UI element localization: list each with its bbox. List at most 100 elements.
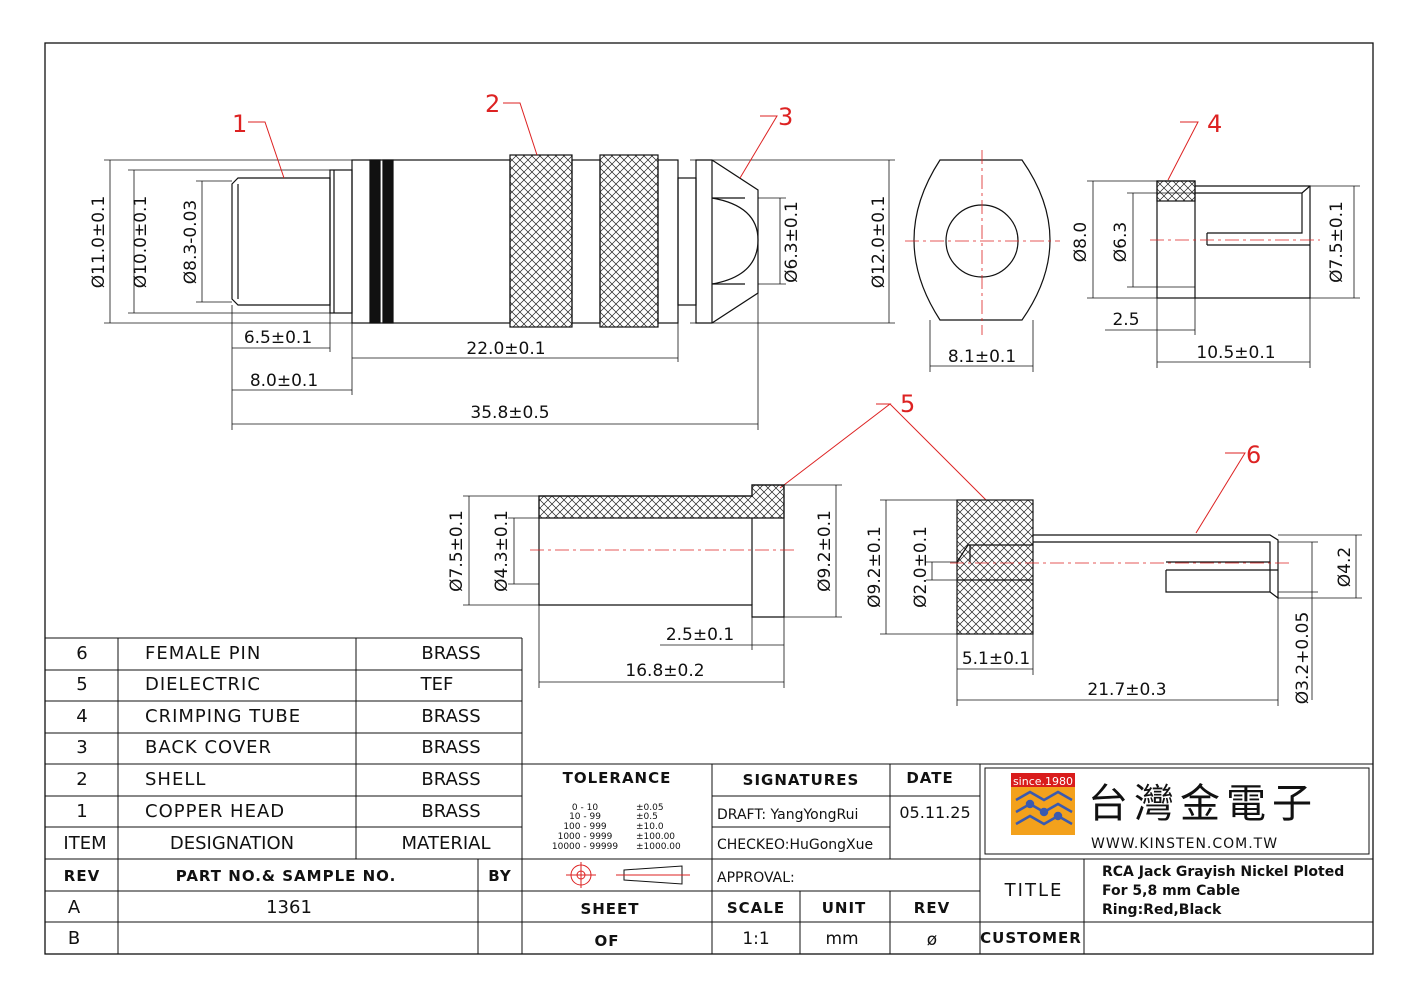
bom-material: BRASS — [421, 769, 480, 790]
callout-labels: 1 2 3 4 5 6 — [232, 90, 1261, 469]
callout-6: 6 — [1246, 441, 1261, 469]
dim-d42: Ø4.2 — [1335, 547, 1355, 587]
scale-label: SCALE — [727, 899, 785, 917]
sheet-border — [44, 42, 1374, 955]
rev-a: A — [68, 897, 81, 918]
bom-material: BRASS — [421, 801, 480, 822]
bom-material: TEF — [420, 674, 454, 695]
dim-25: 2.5 — [1112, 310, 1139, 330]
bom-item: 5 — [76, 674, 87, 695]
dim-25b: 2.5±0.1 — [666, 625, 734, 645]
dim-51: 5.1±0.1 — [962, 649, 1030, 669]
by-label: BY — [488, 867, 512, 885]
of-label: OF — [595, 932, 620, 950]
projection-symbol-icon — [566, 862, 690, 888]
title-line-1: RCA Jack Grayish Nickel Ploted — [1102, 864, 1344, 880]
dim-d32: Ø3.2+0.05 — [1293, 612, 1313, 705]
bom-rows: 6 FEMALE PIN BRASS 5 DIELECTRIC TEF 4 CR… — [63, 643, 490, 854]
bom-designation: COPPER HEAD — [145, 801, 285, 822]
bom-table — [45, 637, 1373, 954]
assembly-dim-labels: Ø11.0±0.1 Ø10.0±0.1 Ø8.3-0.03 6.5±0.1 22… — [89, 196, 889, 423]
dim-d75: Ø7.5±0.1 — [1327, 201, 1347, 283]
dim-80: 8.0±0.1 — [250, 371, 318, 391]
dim-d11: Ø11.0±0.1 — [89, 196, 109, 289]
callout-3: 3 — [778, 103, 793, 131]
tol-value: ±0.05 — [636, 803, 664, 813]
part-no: 1361 — [266, 897, 312, 918]
bom-header-designation: DESIGNATION — [170, 833, 294, 854]
tolerance-label: TOLERANCE — [563, 769, 672, 787]
title-block-grid — [711, 764, 1085, 954]
dielectric-part — [538, 484, 785, 618]
rev-b: B — [68, 928, 80, 949]
tol-range: 1000 - 9999 — [558, 832, 613, 842]
bom-designation: CRIMPING TUBE — [145, 706, 301, 727]
dim-d80: Ø8.0 — [1071, 222, 1091, 262]
bom-designation: FEMALE PIN — [145, 643, 261, 664]
dim-d43: Ø4.3±0.1 — [492, 510, 512, 592]
dielectric-dims — [463, 484, 842, 688]
dim-81: 8.1±0.1 — [948, 347, 1016, 367]
title-label: TITLE — [1004, 880, 1064, 901]
pin-dims — [880, 499, 1362, 706]
dim-105: 10.5±0.1 — [1196, 343, 1275, 363]
tol-value: ±0.5 — [636, 812, 658, 822]
dim-d63b: Ø6.3 — [1111, 222, 1131, 262]
date-label: DATE — [906, 769, 953, 787]
bom-item: 1 — [76, 801, 87, 822]
chain-icon — [1015, 790, 1073, 826]
revision-block: REV PART NO.& SAMPLE NO. BY A 1361 B — [64, 867, 512, 949]
logo-since: since.1980 — [1013, 775, 1073, 788]
scale-value: 1:1 — [742, 929, 769, 949]
bom-designation: BACK COVER — [145, 737, 272, 758]
logo-url: WWW.KINSTEN.COM.TW — [1091, 836, 1278, 852]
title-line-3: Ring:Red,Black — [1102, 902, 1222, 918]
tol-range: 10 - 99 — [569, 812, 601, 822]
tol-range: 10000 - 99999 — [552, 842, 619, 852]
tube-dims — [1087, 180, 1360, 368]
bom-header-material: MATERIAL — [402, 833, 491, 854]
bom-item: 3 — [76, 737, 87, 758]
callout-2: 2 — [485, 90, 500, 118]
assembly-dim-lines — [104, 159, 895, 430]
tol-range: 100 - 999 — [563, 822, 607, 832]
unit-label: UNIT — [822, 899, 867, 917]
callout-5: 5 — [900, 390, 915, 418]
tol-value: ±10.0 — [636, 822, 664, 832]
draft-signature: DRAFT: YangYongRui — [717, 807, 858, 823]
callout-leaders-top — [248, 102, 1246, 534]
unit-value: mm — [825, 929, 858, 949]
crimping-tube — [1156, 180, 1311, 299]
rev2-label: REV — [914, 899, 950, 917]
tol-value: ±100.00 — [636, 832, 675, 842]
sheet-label: SHEET — [580, 900, 639, 918]
rev-label: REV — [64, 867, 100, 885]
dim-d63: Ø6.3±0.1 — [782, 201, 802, 283]
dim-d92b: Ø9.2±0.1 — [865, 526, 885, 608]
bom-material: BRASS — [421, 643, 480, 664]
dim-358: 35.8±0.5 — [470, 403, 549, 423]
dim-d92: Ø9.2±0.1 — [815, 510, 835, 592]
logo-company-name: 台灣金電子 — [1088, 781, 1318, 827]
title-line-2: For 5,8 mm Cable — [1102, 883, 1240, 899]
dim-d75b: Ø7.5±0.1 — [447, 510, 467, 592]
side-dim — [929, 320, 1034, 372]
bom-material: BRASS — [421, 706, 480, 727]
dim-d10: Ø10.0±0.1 — [131, 196, 151, 289]
dim-168: 16.8±0.2 — [625, 661, 704, 681]
checked-signature: CHECKEO:HuGongXue — [717, 837, 873, 853]
tol-range: 0 - 10 — [572, 803, 598, 813]
assembly-view — [231, 154, 759, 328]
dim-d20: Ø2.0±0.1 — [911, 526, 931, 608]
bom-designation: SHELL — [145, 769, 206, 790]
tol-value: ±1000.00 — [636, 842, 681, 852]
female-pin-part — [956, 499, 1279, 635]
bom-designation: DIELECTRIC — [145, 674, 261, 695]
callout-1: 1 — [232, 110, 247, 138]
bom-item: 4 — [76, 706, 87, 727]
part-label: PART NO.& SAMPLE NO. — [176, 867, 397, 885]
bom-material: BRASS — [421, 737, 480, 758]
customer-label: CUSTOMER — [980, 929, 1082, 947]
dim-220: 22.0±0.1 — [466, 339, 545, 359]
title-block-text: TOLERANCE 0 - 10 ±0.05 10 - 99 ±0.5 100 … — [552, 769, 1344, 950]
